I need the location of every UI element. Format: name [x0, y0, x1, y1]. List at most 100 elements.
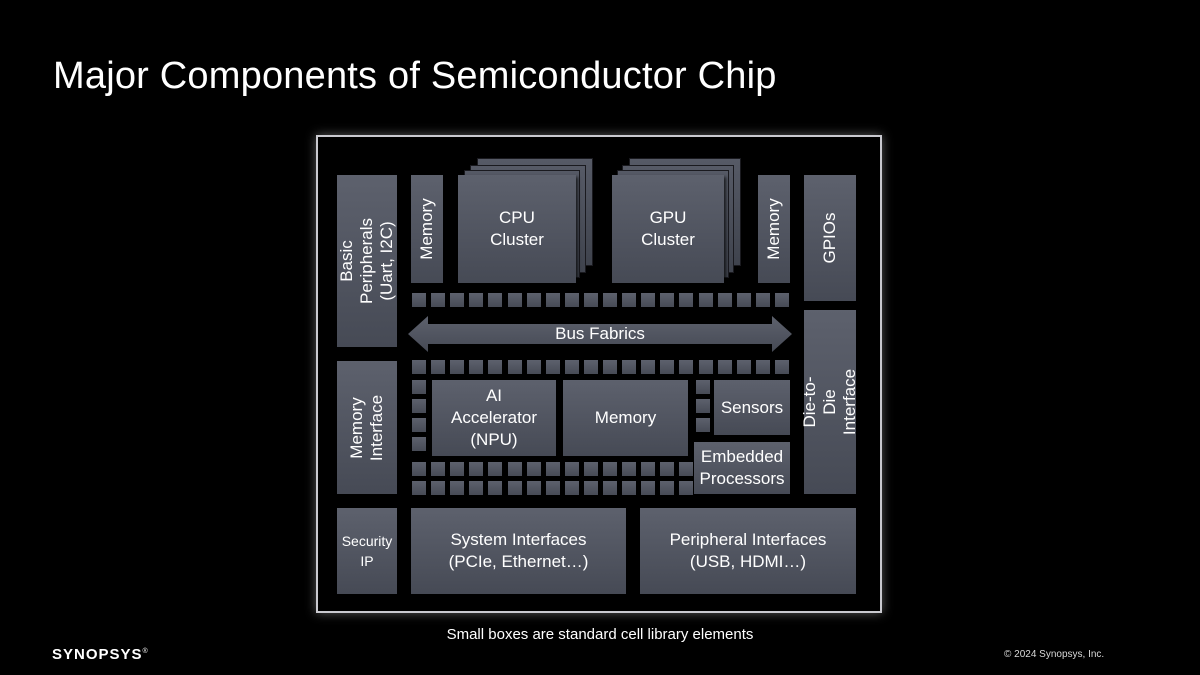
standard-cell	[584, 293, 598, 307]
standard-cell	[488, 360, 502, 374]
bus-fabrics-arrow	[408, 316, 792, 352]
standard-cell	[546, 293, 560, 307]
standard-cell	[679, 293, 693, 307]
standard-cell	[660, 360, 674, 374]
logo-text: SYNOPSYS	[52, 646, 143, 663]
copyright-notice: © 2024 Synopsys, Inc.	[1004, 649, 1105, 660]
standard-cell	[450, 360, 464, 374]
standard-cell	[527, 360, 541, 374]
die-to-die-block: Die-to-Die Interface	[800, 310, 859, 494]
standard-cell	[737, 360, 751, 374]
sensors-block: Sensors	[714, 380, 790, 435]
standard-cell	[641, 462, 655, 476]
standard-cell	[508, 360, 522, 374]
logo-mark: ®	[142, 648, 149, 655]
standard-cell	[603, 360, 617, 374]
system-interfaces-block: System Interfaces (PCIe, Ethernet…)	[411, 508, 626, 594]
standard-cell	[660, 462, 674, 476]
gpios-label: GPIOs	[820, 212, 839, 264]
standard-cell	[450, 481, 464, 495]
memory-left-label: Memory	[417, 198, 436, 260]
embedded-processors-block: Embedded Processors	[694, 442, 790, 494]
standard-cell	[469, 293, 483, 307]
standard-cell	[641, 360, 655, 374]
standard-cell	[431, 293, 445, 307]
standard-cell	[565, 481, 579, 495]
slide-title: Major Components of Semiconductor Chip	[53, 55, 777, 97]
standard-cell	[412, 437, 426, 451]
standard-cell	[565, 462, 579, 476]
memory-interface-block: Memory Interface	[337, 361, 397, 494]
standard-cell	[412, 380, 426, 394]
standard-cell	[622, 481, 636, 495]
standard-cell	[450, 462, 464, 476]
standard-cell	[622, 360, 636, 374]
memory-interface-label: Memory Interface	[347, 394, 386, 461]
standard-cell	[660, 481, 674, 495]
standard-cell	[584, 462, 598, 476]
standard-cell	[622, 293, 636, 307]
standard-cell	[508, 481, 522, 495]
standard-cell	[737, 293, 751, 307]
basic-peripherals-block: Basic Peripherals (Uart, I2C)	[337, 175, 397, 347]
memory-left-block: Memory	[411, 175, 443, 283]
standard-cell	[718, 293, 732, 307]
memory-right-label: Memory	[764, 198, 783, 260]
standard-cell	[699, 293, 713, 307]
bus-fabrics-label: Bus Fabrics	[555, 324, 645, 343]
standard-cell	[527, 481, 541, 495]
peripheral-interfaces-block: Peripheral Interfaces (USB, HDMI…)	[640, 508, 856, 594]
standard-cell	[622, 462, 636, 476]
standard-cell	[412, 418, 426, 432]
standard-cell	[660, 293, 674, 307]
synopsys-logo: SYNOPSYS®	[52, 646, 149, 663]
standard-cell	[584, 360, 598, 374]
basic-peripherals-label: Basic Peripherals (Uart, I2C)	[337, 217, 396, 304]
standard-cell	[696, 399, 710, 413]
die-to-die-label: Die-to-Die Interface	[800, 368, 859, 436]
standard-cell	[546, 462, 560, 476]
standard-cell	[565, 293, 579, 307]
standard-cell	[679, 481, 693, 495]
standard-cell	[718, 360, 732, 374]
standard-cell	[679, 360, 693, 374]
standard-cell	[603, 462, 617, 476]
standard-cell	[696, 418, 710, 432]
standard-cell	[488, 462, 502, 476]
standard-cell	[469, 481, 483, 495]
cpu-cluster-block: CPU Cluster	[458, 175, 576, 283]
standard-cell	[775, 293, 789, 307]
standard-cell	[641, 293, 655, 307]
standard-cell	[488, 481, 502, 495]
standard-cell	[546, 360, 560, 374]
standard-cell	[431, 481, 445, 495]
standard-cell	[546, 481, 560, 495]
standard-cell	[756, 360, 770, 374]
standard-cell	[603, 293, 617, 307]
standard-cell	[527, 462, 541, 476]
standard-cell	[699, 360, 713, 374]
standard-cell	[412, 293, 426, 307]
standard-cell	[603, 481, 617, 495]
standard-cell	[469, 360, 483, 374]
standard-cell	[641, 481, 655, 495]
standard-cell	[508, 462, 522, 476]
ai-accelerator-block: AI Accelerator (NPU)	[432, 380, 556, 456]
standard-cell	[431, 462, 445, 476]
memory-right-block: Memory	[758, 175, 790, 283]
standard-cell	[584, 481, 598, 495]
standard-cell	[469, 462, 483, 476]
standard-cell	[431, 360, 445, 374]
security-ip-block: Security IP	[337, 508, 397, 594]
gpios-block: GPIOs	[804, 175, 856, 301]
memory-center-block: Memory	[563, 380, 688, 456]
standard-cell	[412, 360, 426, 374]
standard-cell	[412, 462, 426, 476]
standard-cell	[775, 360, 789, 374]
standard-cell	[696, 380, 710, 394]
standard-cell	[679, 462, 693, 476]
standard-cell	[450, 293, 464, 307]
standard-cell	[488, 293, 502, 307]
standard-cell	[527, 293, 541, 307]
standard-cell	[508, 293, 522, 307]
